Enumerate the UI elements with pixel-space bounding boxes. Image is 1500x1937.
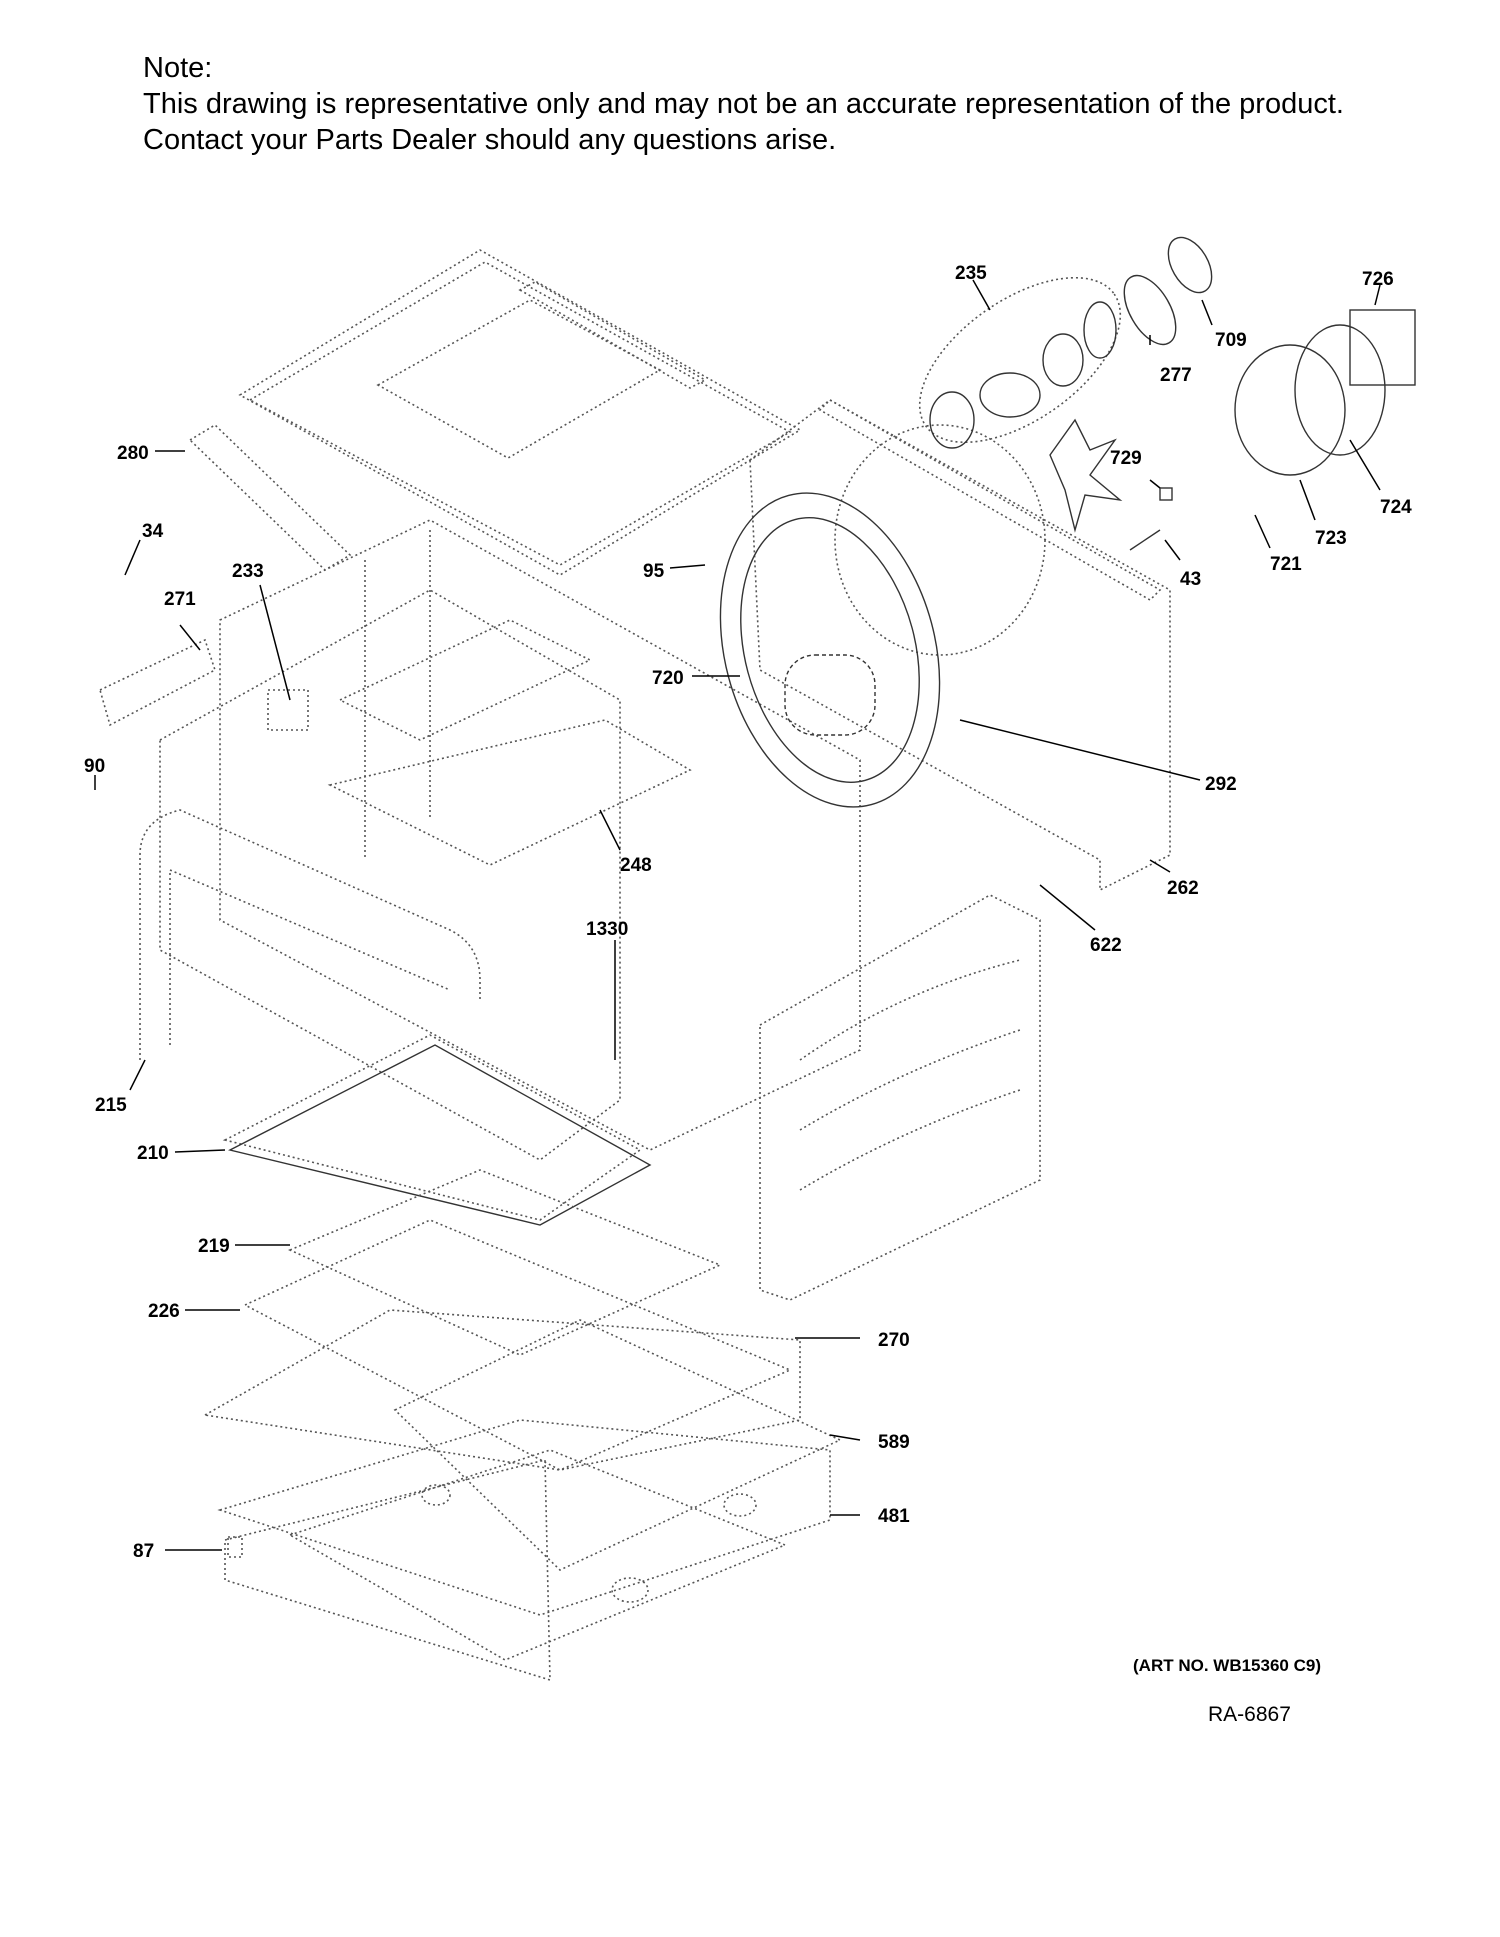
callout-729: 729: [1110, 448, 1142, 469]
note-line-1: This drawing is representative only and …: [143, 88, 1344, 120]
fan-motor-parts: [918, 236, 1416, 551]
callout-219: 219: [198, 1236, 230, 1257]
callout-709: 709: [1215, 330, 1247, 351]
bake-element: [222, 1034, 652, 1226]
note-heading: Note:: [143, 52, 213, 84]
callout-721: 721: [1270, 554, 1302, 575]
callout-95: 95: [643, 561, 665, 582]
broil-element: [139, 619, 692, 1060]
leader-lines: [94, 279, 1381, 1551]
callout-90: 90: [84, 756, 105, 777]
callout-235: 235: [955, 263, 987, 284]
callout-labels: 235 709 277 726 280 34 233 271 95 729 43…: [84, 263, 1412, 1562]
callout-226: 226: [148, 1301, 180, 1322]
callout-248: 248: [620, 855, 652, 876]
callout-280: 280: [117, 443, 149, 464]
callout-1330: 1330: [586, 919, 628, 940]
side-element: [759, 894, 1041, 1301]
callout-43: 43: [1180, 569, 1201, 590]
callout-87: 87: [133, 1541, 154, 1562]
callout-34: 34: [142, 521, 164, 542]
callout-481: 481: [878, 1506, 910, 1527]
left-brackets: [99, 423, 352, 731]
callout-271: 271: [164, 589, 196, 610]
top-panel: [238, 249, 802, 576]
rear-panel: [719, 399, 1171, 892]
bottom-panels: [202, 1169, 842, 1682]
callout-726: 726: [1362, 269, 1394, 290]
callout-292: 292: [1205, 774, 1237, 795]
disclaimer-note: Note: This drawing is representative onl…: [143, 50, 1344, 158]
cavity-body: [159, 519, 861, 1161]
art-number: (ART NO. WB15360 C9): [1133, 1656, 1321, 1675]
callout-723: 723: [1315, 528, 1347, 549]
callout-262: 262: [1167, 878, 1199, 899]
reference-code: RA-6867: [1208, 1703, 1291, 1726]
callout-233: 233: [232, 561, 264, 582]
callout-720: 720: [652, 668, 684, 689]
callout-724: 724: [1380, 497, 1412, 518]
callout-215: 215: [95, 1095, 127, 1116]
callout-277: 277: [1160, 365, 1192, 386]
note-line-2: Contact your Parts Dealer should any que…: [143, 124, 837, 156]
callout-210: 210: [137, 1143, 169, 1164]
callout-270: 270: [878, 1330, 910, 1351]
callout-622: 622: [1090, 935, 1122, 956]
callout-589: 589: [878, 1432, 910, 1453]
